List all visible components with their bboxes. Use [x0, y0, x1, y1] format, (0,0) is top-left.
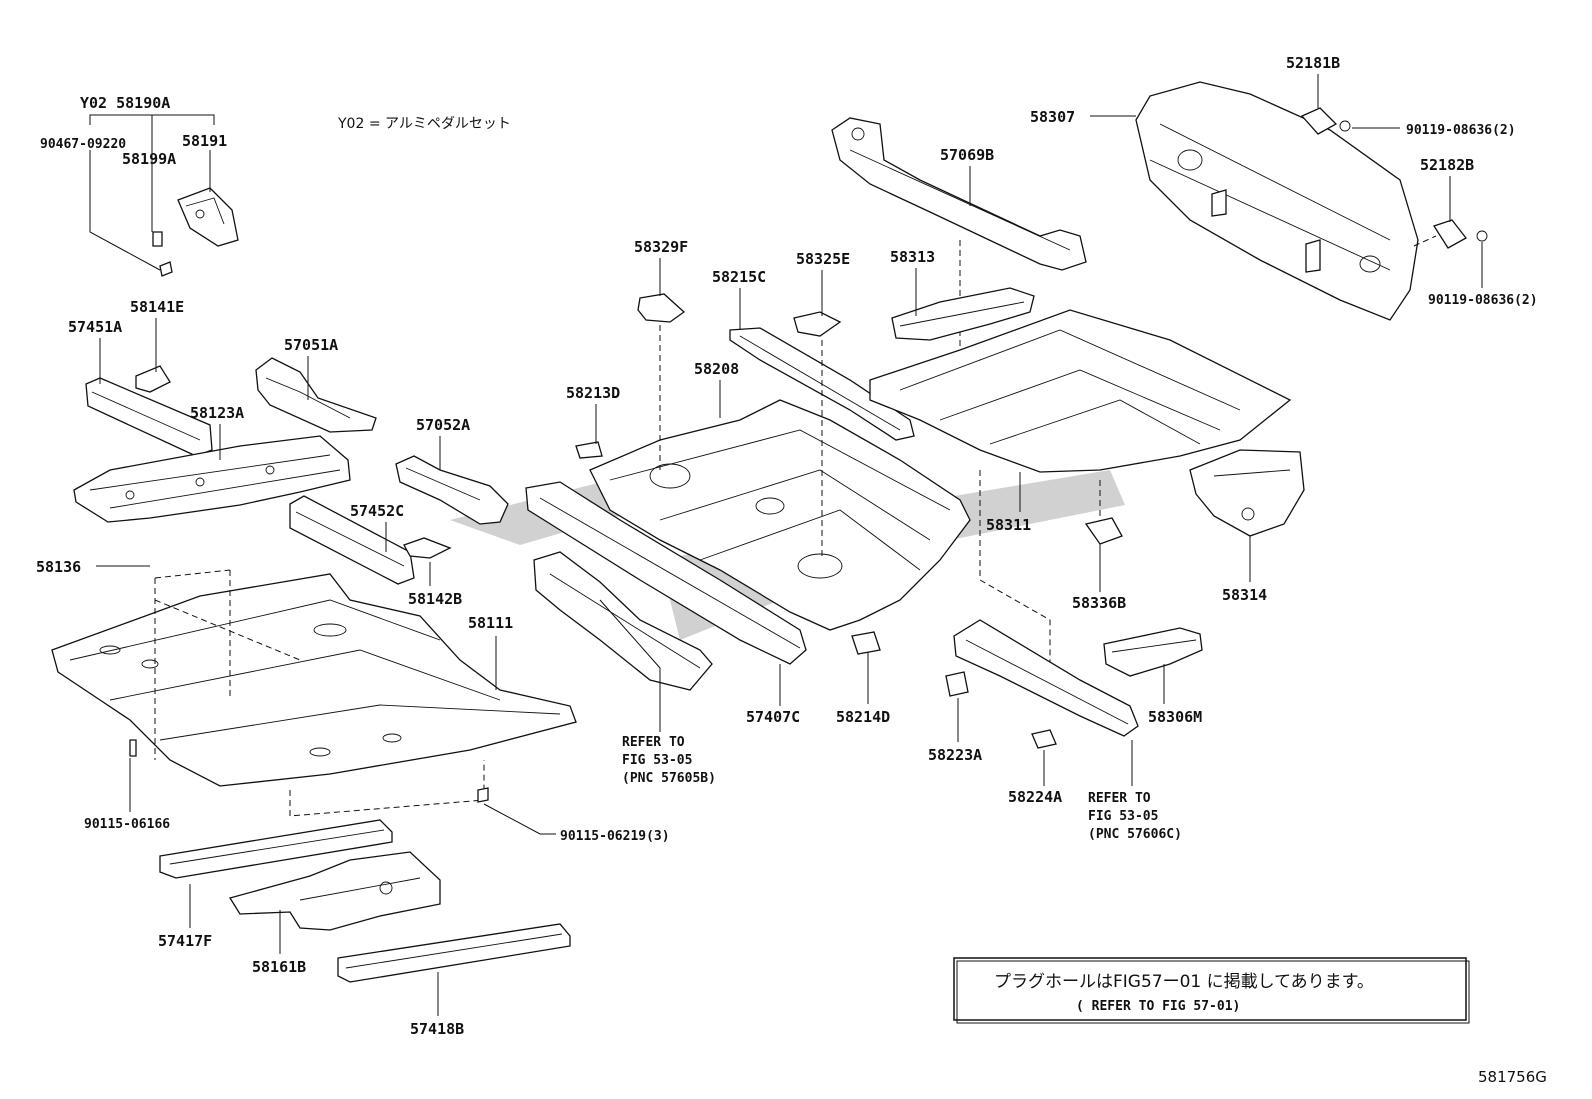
label-58123a: 58123A: [190, 404, 244, 422]
label-58215c: 58215C: [712, 268, 766, 286]
label-57451a: 57451A: [68, 318, 122, 336]
label-58161b: 58161B: [252, 958, 306, 976]
reinforcement-57452c: [289, 495, 452, 585]
leader-lines: [96, 74, 1483, 1016]
label-57051a: 57051A: [284, 336, 338, 354]
rocker-sill-group: [159, 819, 571, 983]
label-58224a: 58224A: [1008, 788, 1062, 806]
reinforcement-58313: [891, 287, 1035, 341]
label-58142b: 58142B: [408, 590, 462, 608]
refer-right-line-3: (PNC 57606C): [1088, 827, 1182, 842]
notice-english: ( REFER TO FIG 57-01): [1076, 999, 1240, 1014]
label-90119-08636-b: 90119-08636(2): [1428, 293, 1538, 308]
refer-note-left: REFER TO FIG 53-05 (PNC 57605B): [622, 735, 716, 786]
back-panel-58307: [1135, 81, 1488, 321]
refer-left-line-1: REFER TO: [622, 735, 685, 750]
label-58314: 58314: [1222, 586, 1267, 604]
front-floor-pan-58111: [51, 569, 577, 817]
part-labels: Y02 58190A 90467-09220 58191 58199A 5814…: [36, 54, 1538, 1038]
notice-japanese: プラグホールはFIG57ー01 に掲載してあります。: [994, 972, 1374, 992]
label-58329f: 58329F: [634, 238, 688, 256]
rear-floor-pan-58311: [869, 309, 1292, 670]
refer-right-line-2: FIG 53-05: [1088, 809, 1158, 824]
label-58336b: 58336B: [1072, 594, 1126, 612]
pedal-bracket-group: [89, 114, 239, 277]
label-58223a: 58223A: [928, 746, 982, 764]
center-floor-pan-58208: [525, 293, 971, 691]
refer-right-line-1: REFER TO: [1088, 791, 1151, 806]
label-90115-06166: 90115-06166: [84, 817, 170, 832]
rear-crossmember-58306m: [945, 619, 1203, 749]
rear-crossmember-57069b: [831, 117, 1087, 430]
label-57052a: 57052A: [416, 416, 470, 434]
reinforcement-57052a: [395, 455, 509, 525]
label-58141e: 58141E: [130, 298, 184, 316]
reinforcement-57051a: [255, 357, 377, 433]
label-58325e: 58325E: [796, 250, 850, 268]
label-58306m: 58306M: [1148, 708, 1202, 726]
label-58199a: 58199A: [122, 150, 176, 168]
label-52182b: 52182B: [1420, 156, 1474, 174]
label-58213d: 58213D: [566, 384, 620, 402]
bracket-58314: [1189, 449, 1305, 537]
label-58214d: 58214D: [836, 708, 890, 726]
bracket-58336b: [1084, 517, 1123, 545]
aluminum-pedal-set-note: Y02 = アルミペダルセット: [337, 116, 511, 132]
label-52181b: 52181B: [1286, 54, 1340, 72]
label-57407c: 57407C: [746, 708, 800, 726]
label-58311: 58311: [986, 516, 1031, 534]
label-57452c: 57452C: [350, 502, 404, 520]
label-y02-58190a: Y02 58190A: [80, 94, 170, 112]
label-90115-06219: 90115-06219(3): [560, 829, 670, 844]
label-90119-08636-a: 90119-08636(2): [1406, 123, 1516, 138]
label-57418b: 57418B: [410, 1020, 464, 1038]
label-90467-09220: 90467-09220: [40, 137, 126, 152]
refer-left-line-2: FIG 53-05: [622, 753, 692, 768]
label-58307: 58307: [1030, 108, 1075, 126]
label-58191: 58191: [182, 132, 227, 150]
refer-note-right: REFER TO FIG 53-05 (PNC 57606C): [1088, 791, 1182, 842]
front-crossmember-group: [73, 365, 351, 523]
diagram-code: 581756G: [1478, 1068, 1547, 1086]
label-58136: 58136: [36, 558, 81, 576]
label-57417f: 57417F: [158, 932, 212, 950]
label-57069b: 57069B: [940, 146, 994, 164]
notice-box: プラグホールはFIG57ー01 に掲載してあります。 ( REFER TO FI…: [953, 957, 1470, 1024]
label-58208: 58208: [694, 360, 739, 378]
label-58111: 58111: [468, 614, 513, 632]
refer-left-line-3: (PNC 57605B): [622, 771, 716, 786]
label-58313: 58313: [890, 248, 935, 266]
